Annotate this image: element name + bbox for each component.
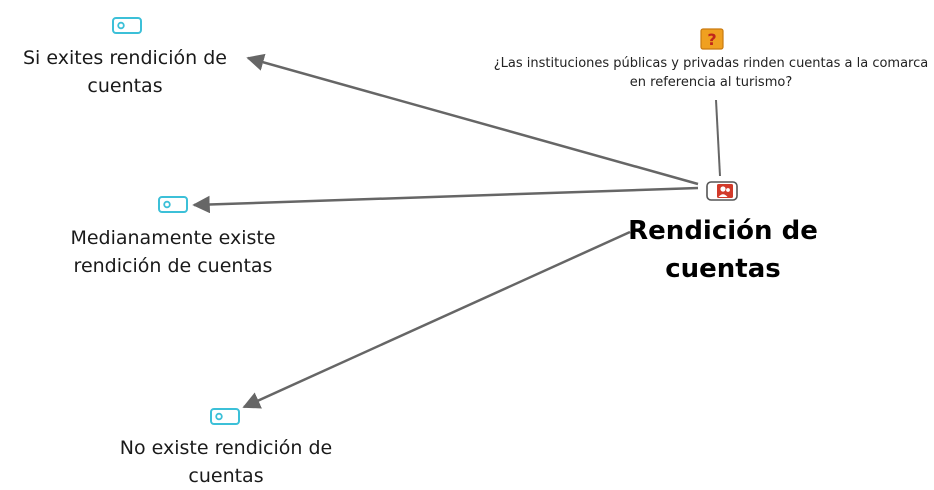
- edge-main-to-no-existe: [242, 230, 631, 409]
- edge-main-to-si-existe: [246, 53, 699, 186]
- edge-memo-to-main: [715, 99, 721, 177]
- code-node-medianamente-label[interactable]: Medianamente existe rendición de cuentas: [70, 227, 276, 277]
- edge-main-to-medianamente: [192, 186, 699, 214]
- person-group-icon: [706, 181, 738, 201]
- question-icon: ?: [700, 28, 724, 50]
- main-node-label[interactable]: Rendición de cuentas: [628, 216, 818, 284]
- code-node-no-existe-label[interactable]: No existe rendición de cuentas: [119, 437, 333, 487]
- svg-text:?: ?: [707, 30, 716, 49]
- code-tag-icon: [158, 196, 188, 213]
- code-tag-icon: [112, 17, 142, 34]
- code-node-si-existe-label[interactable]: Si exites rendición de cuentas: [23, 47, 227, 97]
- memo-node-label[interactable]: ¿Las instituciones públicas y privadas r…: [493, 56, 929, 90]
- code-tag-icon: [210, 408, 240, 425]
